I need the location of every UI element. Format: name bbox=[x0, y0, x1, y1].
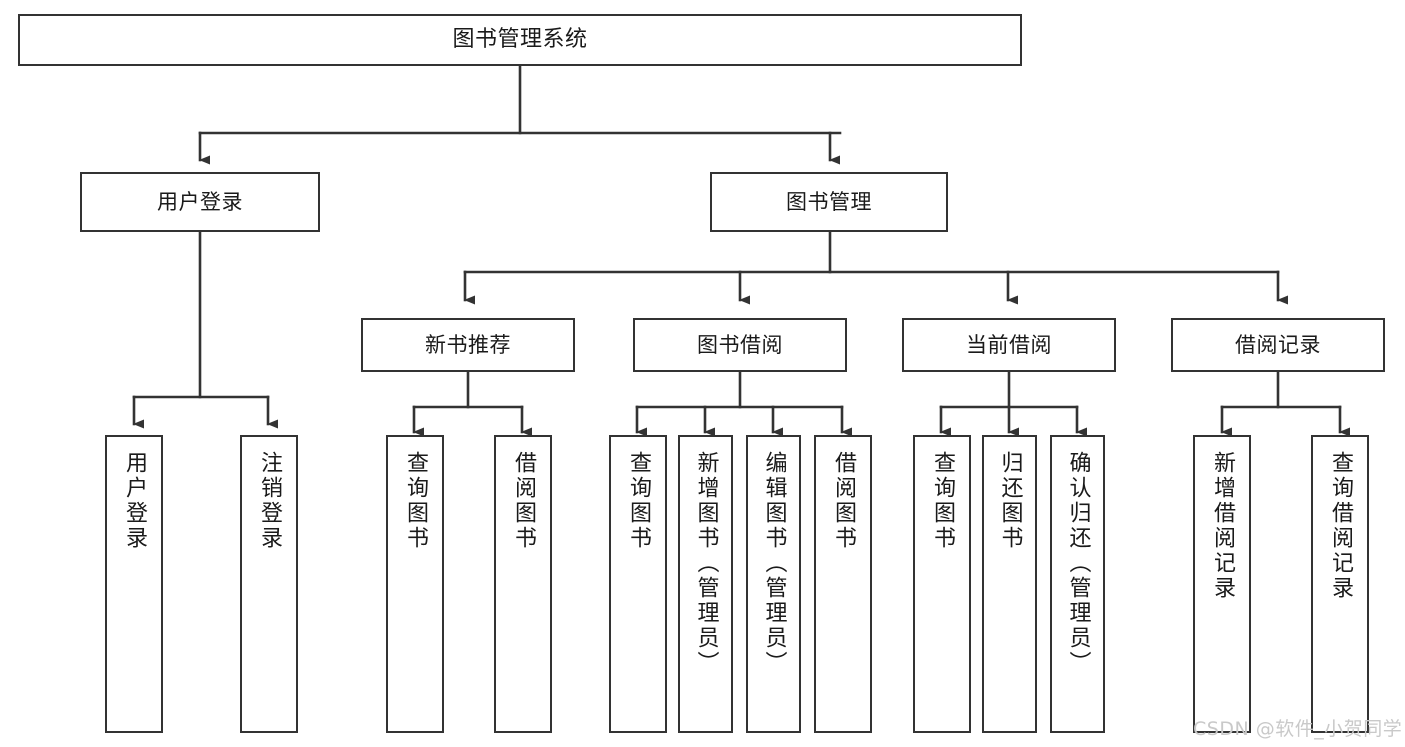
node-label: 查询图书 bbox=[403, 451, 428, 551]
node-label: 用户登录 bbox=[122, 451, 147, 551]
leaf-query-book-recommend[interactable]: 查询图书 bbox=[386, 435, 444, 733]
node-current-borrow[interactable]: 当前借阅 bbox=[902, 318, 1116, 372]
leaf-query-book-borrow[interactable]: 查询图书 bbox=[609, 435, 667, 733]
node-label: 新书推荐 bbox=[425, 332, 511, 357]
node-label: 当前借阅 bbox=[966, 332, 1052, 357]
node-book-borrow[interactable]: 图书借阅 bbox=[633, 318, 847, 372]
node-book-management[interactable]: 图书管理 bbox=[710, 172, 948, 232]
leaf-add-book-admin[interactable]: 新增图书（管理员） bbox=[678, 435, 733, 733]
node-borrow-record[interactable]: 借阅记录 bbox=[1171, 318, 1385, 372]
leaf-query-book-current[interactable]: 查询图书 bbox=[913, 435, 971, 733]
leaf-borrow-book-recommend[interactable]: 借阅图书 bbox=[494, 435, 552, 733]
leaf-confirm-return-admin[interactable]: 确认归还（管理员） bbox=[1050, 435, 1105, 733]
leaf-add-borrow-record[interactable]: 新增借阅记录 bbox=[1193, 435, 1251, 733]
node-label: 借阅记录 bbox=[1235, 332, 1321, 357]
node-label: 归还图书 bbox=[997, 451, 1023, 551]
node-label: 查询图书 bbox=[626, 451, 651, 551]
node-label: 图书管理系统 bbox=[452, 27, 588, 53]
node-label: 确认归还（管理员） bbox=[1065, 451, 1091, 676]
node-label: 查询借阅记录 bbox=[1328, 451, 1353, 601]
leaf-user-login[interactable]: 用户登录 bbox=[105, 435, 163, 733]
node-label: 图书管理 bbox=[786, 189, 872, 214]
node-label: 借阅图书 bbox=[511, 451, 536, 551]
leaf-borrow-book[interactable]: 借阅图书 bbox=[814, 435, 872, 733]
node-label: 查询图书 bbox=[930, 451, 955, 551]
node-label: 编辑图书（管理员） bbox=[761, 451, 787, 676]
leaf-user-logout[interactable]: 注销登录 bbox=[240, 435, 298, 733]
node-user-login[interactable]: 用户登录 bbox=[80, 172, 320, 232]
node-label: 用户登录 bbox=[157, 189, 243, 214]
node-new-book-recommend[interactable]: 新书推荐 bbox=[361, 318, 575, 372]
node-label: 新增借阅记录 bbox=[1210, 451, 1235, 601]
node-label: 注销登录 bbox=[257, 451, 282, 551]
node-label: 借阅图书 bbox=[831, 451, 856, 551]
node-label: 图书借阅 bbox=[697, 332, 783, 357]
node-root-book-management-system[interactable]: 图书管理系统 bbox=[18, 14, 1022, 66]
leaf-edit-book-admin[interactable]: 编辑图书（管理员） bbox=[746, 435, 801, 733]
node-label: 新增图书（管理员） bbox=[693, 451, 719, 676]
csdn-watermark: CSDN @软件_小贺同学 bbox=[1193, 718, 1403, 740]
leaf-return-book[interactable]: 归还图书 bbox=[982, 435, 1037, 733]
leaf-query-borrow-record[interactable]: 查询借阅记录 bbox=[1311, 435, 1369, 733]
